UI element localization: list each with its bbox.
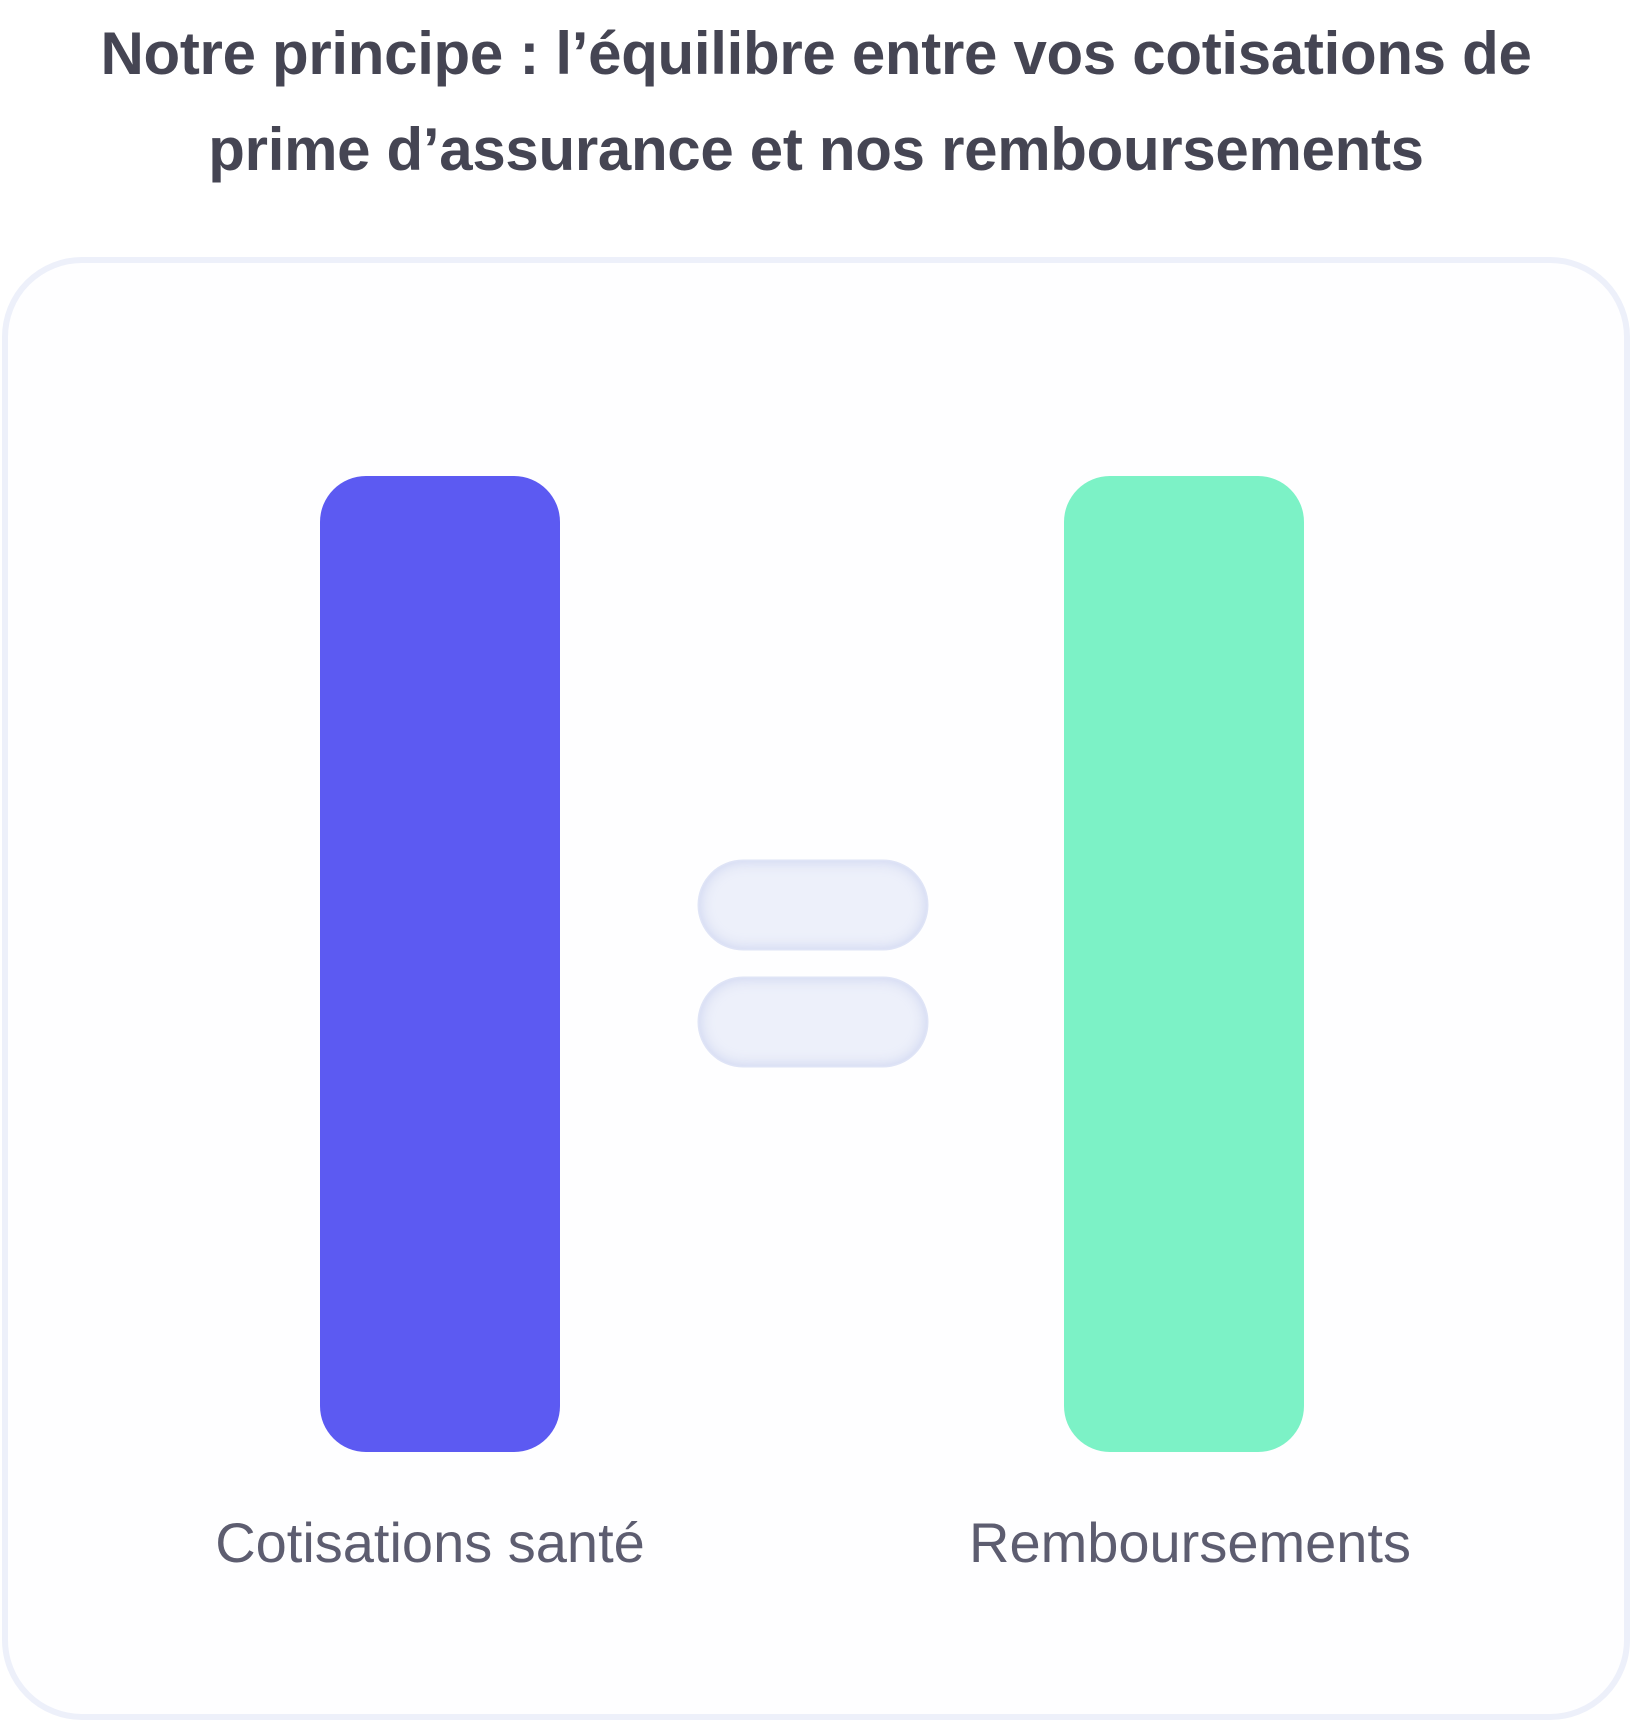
equals-bottom-stroke [699, 978, 927, 1066]
cotisations-bar [320, 476, 560, 1452]
remboursements-label: Remboursements [969, 1511, 1411, 1574]
page-title: Notre principe : l’équilibre entre vos c… [0, 6, 1632, 198]
cotisations-label: Cotisations santé [215, 1511, 645, 1574]
title-line-1: Notre principe : l’équilibre entre vos c… [100, 20, 1532, 87]
title-line-2: prime d’assurance et nos remboursements [208, 116, 1424, 183]
remboursements-bar [1064, 476, 1304, 1452]
equals-top-stroke [699, 861, 927, 949]
